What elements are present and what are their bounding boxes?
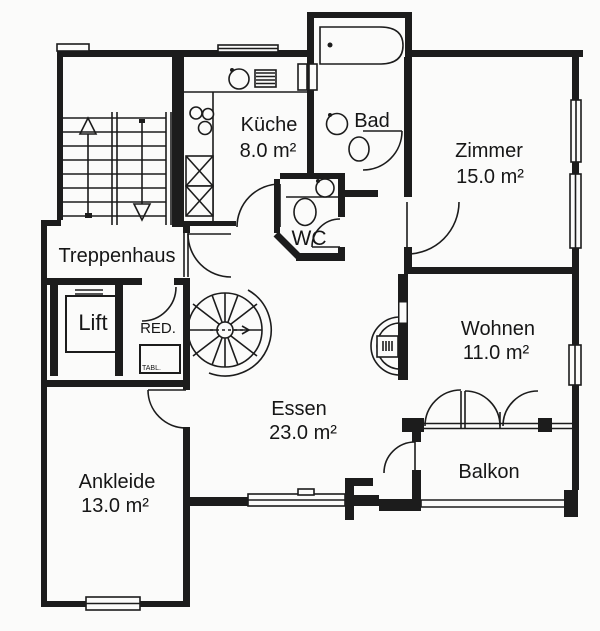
kitchen-sink-tap: [230, 68, 234, 72]
balcony-railing: [420, 499, 564, 508]
walls: [41, 12, 583, 607]
fireplace-flue-notch: [398, 301, 408, 324]
fireplace-outer-arc: [370, 316, 401, 376]
spiral-handrail-arc: [208, 289, 272, 377]
elevator-car: [65, 295, 119, 353]
label-essen: Essen: [271, 398, 327, 420]
label-ankleide: Ankleide: [79, 471, 156, 493]
bad-door-arc: [362, 130, 403, 171]
label-bad: Bad: [354, 110, 390, 132]
fireplace-grate: [382, 341, 393, 351]
tableau-cabinet: [139, 344, 181, 374]
kitchen-fixtures: [184, 68, 307, 221]
fireplace: [370, 301, 408, 376]
bathtub: [319, 26, 404, 65]
window-essen-post: [297, 488, 315, 496]
stair-up-start-mark: [85, 213, 92, 218]
wc-toilet: [293, 197, 317, 227]
balcony-door-arc: [383, 441, 416, 474]
room-labels: Treppenhaus Küche 8.0 m² Bad Zimmer 15.0…: [58, 110, 535, 517]
label-wohnen-area: 11.0 m²: [463, 342, 530, 364]
french-door-arc-3: [502, 390, 539, 427]
french-door-arc-1: [424, 389, 462, 427]
label-wc: WC: [292, 227, 327, 250]
stair-up-arrowhead: [78, 116, 98, 135]
entrance-door-arc: [187, 233, 232, 278]
doors: [141, 130, 572, 474]
bath-duct-2: [308, 63, 318, 91]
label-ankleide-area: 13.0 m²: [81, 495, 149, 517]
wc-chamfer-wall: [273, 231, 302, 260]
label-treppenhaus: Treppenhaus: [58, 245, 175, 267]
kitchen-stove-hatch: [256, 72, 275, 85]
label-essen-area: 23.0 m²: [269, 422, 337, 444]
elevator: [65, 289, 119, 353]
wc-sink: [315, 178, 335, 198]
kitchen-hob-burner-3: [197, 120, 213, 136]
label-kueche: Küche: [241, 114, 298, 136]
spiral-staircase: [187, 289, 272, 377]
fireplace-box: [376, 335, 399, 358]
kitchen-sink: [228, 68, 250, 90]
spiral-arrowhead: [241, 325, 251, 335]
label-zimmer: Zimmer: [455, 140, 523, 162]
stair-treads: [63, 117, 166, 217]
label-balkon: Balkon: [458, 461, 519, 483]
spiral-treads: [188, 293, 262, 367]
label-red: RED.: [140, 320, 176, 337]
label-kueche-area: 8.0 m²: [240, 140, 297, 162]
wc-fixtures: [286, 178, 338, 227]
kitchen-door-arc: [236, 183, 281, 228]
kitchen-hob-burner-1: [189, 106, 203, 120]
stair-down-arrowhead: [132, 203, 152, 222]
label-zimmer-area: 15.0 m²: [456, 166, 524, 188]
bathroom-fixtures: [297, 26, 404, 162]
wc-sink-tap: [316, 179, 320, 183]
windows: [56, 43, 582, 611]
red-door-arc: [141, 286, 177, 322]
label-lift: Lift: [78, 310, 107, 335]
main-staircase: [63, 112, 172, 225]
kitchen-appliance-boxes: [185, 155, 214, 217]
window-stairwell: [56, 43, 90, 52]
bad-toilet: [348, 136, 370, 162]
bath-duct-1: [297, 63, 308, 91]
ankleide-door-arc: [147, 389, 187, 429]
zimmer-door-arc: [406, 201, 460, 255]
french-door-arc-2: [464, 390, 501, 427]
bathtub-drain: [327, 42, 333, 48]
label-wohnen: Wohnen: [461, 318, 535, 340]
bad-sink-tap: [328, 113, 332, 117]
bad-sink: [325, 112, 349, 136]
kitchen-hob-burner-2: [201, 107, 215, 121]
wc-door-arc: [311, 218, 341, 248]
stair-down-start-mark: [139, 119, 145, 123]
label-tabl: TABL.: [142, 365, 161, 372]
